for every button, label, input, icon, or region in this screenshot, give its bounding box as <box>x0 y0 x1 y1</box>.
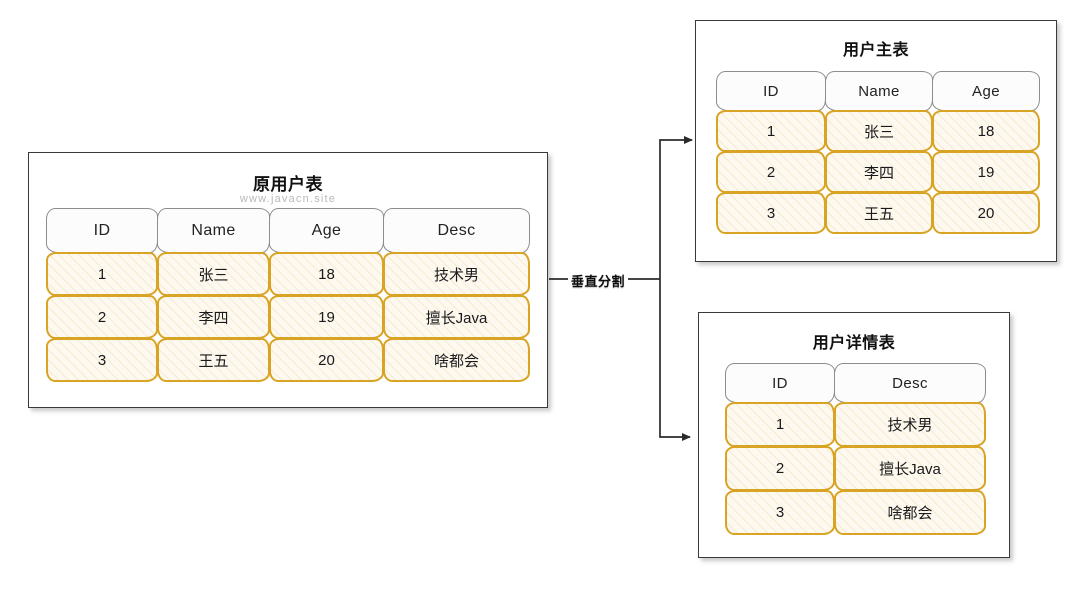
cell-name: 张三 <box>157 252 270 296</box>
cell-id: 1 <box>46 252 158 296</box>
column-header-id: ID <box>716 71 826 111</box>
cell-desc: 擅长Java <box>383 295 530 339</box>
column-header-id: ID <box>46 208 158 253</box>
cell-age: 18 <box>269 252 384 296</box>
cell-id: 3 <box>725 490 835 535</box>
column-header-name: Name <box>157 208 270 253</box>
cell-id: 2 <box>716 151 826 193</box>
column-header-id: ID <box>725 363 835 403</box>
cell-id: 3 <box>716 192 826 234</box>
table-header-row: ID Name Age <box>716 71 1041 111</box>
cell-age: 19 <box>932 151 1040 193</box>
column-header-age: Age <box>269 208 384 253</box>
cell-age: 19 <box>269 295 384 339</box>
cell-age: 20 <box>269 338 384 382</box>
table-row: 1 张三 18 <box>716 110 1041 152</box>
table-row: 3 啥都会 <box>725 490 987 535</box>
source-table-title: 原用户表 <box>253 175 323 194</box>
cell-id: 2 <box>46 295 158 339</box>
detail-table-title: 用户详情表 <box>812 335 896 352</box>
table-row: 1 技术男 <box>725 402 987 447</box>
connector-label: 垂直分割 <box>568 270 629 291</box>
cell-id: 2 <box>725 446 835 491</box>
cell-desc: 啥都会 <box>834 490 986 535</box>
cell-desc: 技术男 <box>383 252 530 296</box>
table-row: 3 王五 20 啥都会 <box>46 338 531 382</box>
column-header-desc: Desc <box>834 363 986 403</box>
cell-name: 王五 <box>825 192 933 234</box>
table-row: 3 王五 20 <box>716 192 1041 234</box>
source-table: ID Name Age Desc 1 张三 18 技术男 2 李四 19 擅长J… <box>46 208 531 382</box>
column-header-desc: Desc <box>383 208 530 253</box>
detail-table-panel: 用户详情表 ID Desc 1 技术男 2 擅长Java 3 啥都会 <box>698 312 1010 558</box>
column-header-name: Name <box>825 71 933 111</box>
detail-table: ID Desc 1 技术男 2 擅长Java 3 啥都会 <box>725 363 987 535</box>
table-header-row: ID Desc <box>725 363 987 403</box>
cell-name: 张三 <box>825 110 933 152</box>
column-header-age: Age <box>932 71 1040 111</box>
connector-branch-up <box>659 136 693 279</box>
connector-branch-down <box>659 279 691 441</box>
cell-name: 王五 <box>157 338 270 382</box>
cell-desc: 技术男 <box>834 402 986 447</box>
cell-name: 李四 <box>825 151 933 193</box>
cell-id: 1 <box>725 402 835 447</box>
table-header-row: ID Name Age Desc <box>46 208 531 253</box>
cell-desc: 擅长Java <box>834 446 986 491</box>
table-row: 1 张三 18 技术男 <box>46 252 531 296</box>
cell-age: 20 <box>932 192 1040 234</box>
cell-id: 3 <box>46 338 158 382</box>
main-table-panel: 用户主表 ID Name Age 1 张三 18 2 李四 19 3 王五 20 <box>695 20 1057 262</box>
cell-desc: 啥都会 <box>383 338 530 382</box>
cell-name: 李四 <box>157 295 270 339</box>
table-row: 2 擅长Java <box>725 446 987 491</box>
source-table-panel: 原用户表 www.javacn.site ID Name Age Desc 1 … <box>28 152 548 408</box>
cell-id: 1 <box>716 110 826 152</box>
cell-age: 18 <box>932 110 1040 152</box>
table-row: 2 李四 19 <box>716 151 1041 193</box>
table-row: 2 李四 19 擅长Java <box>46 295 531 339</box>
main-table: ID Name Age 1 张三 18 2 李四 19 3 王五 20 <box>716 71 1041 234</box>
watermark: www.javacn.site <box>239 193 337 205</box>
main-table-title: 用户主表 <box>842 42 909 59</box>
